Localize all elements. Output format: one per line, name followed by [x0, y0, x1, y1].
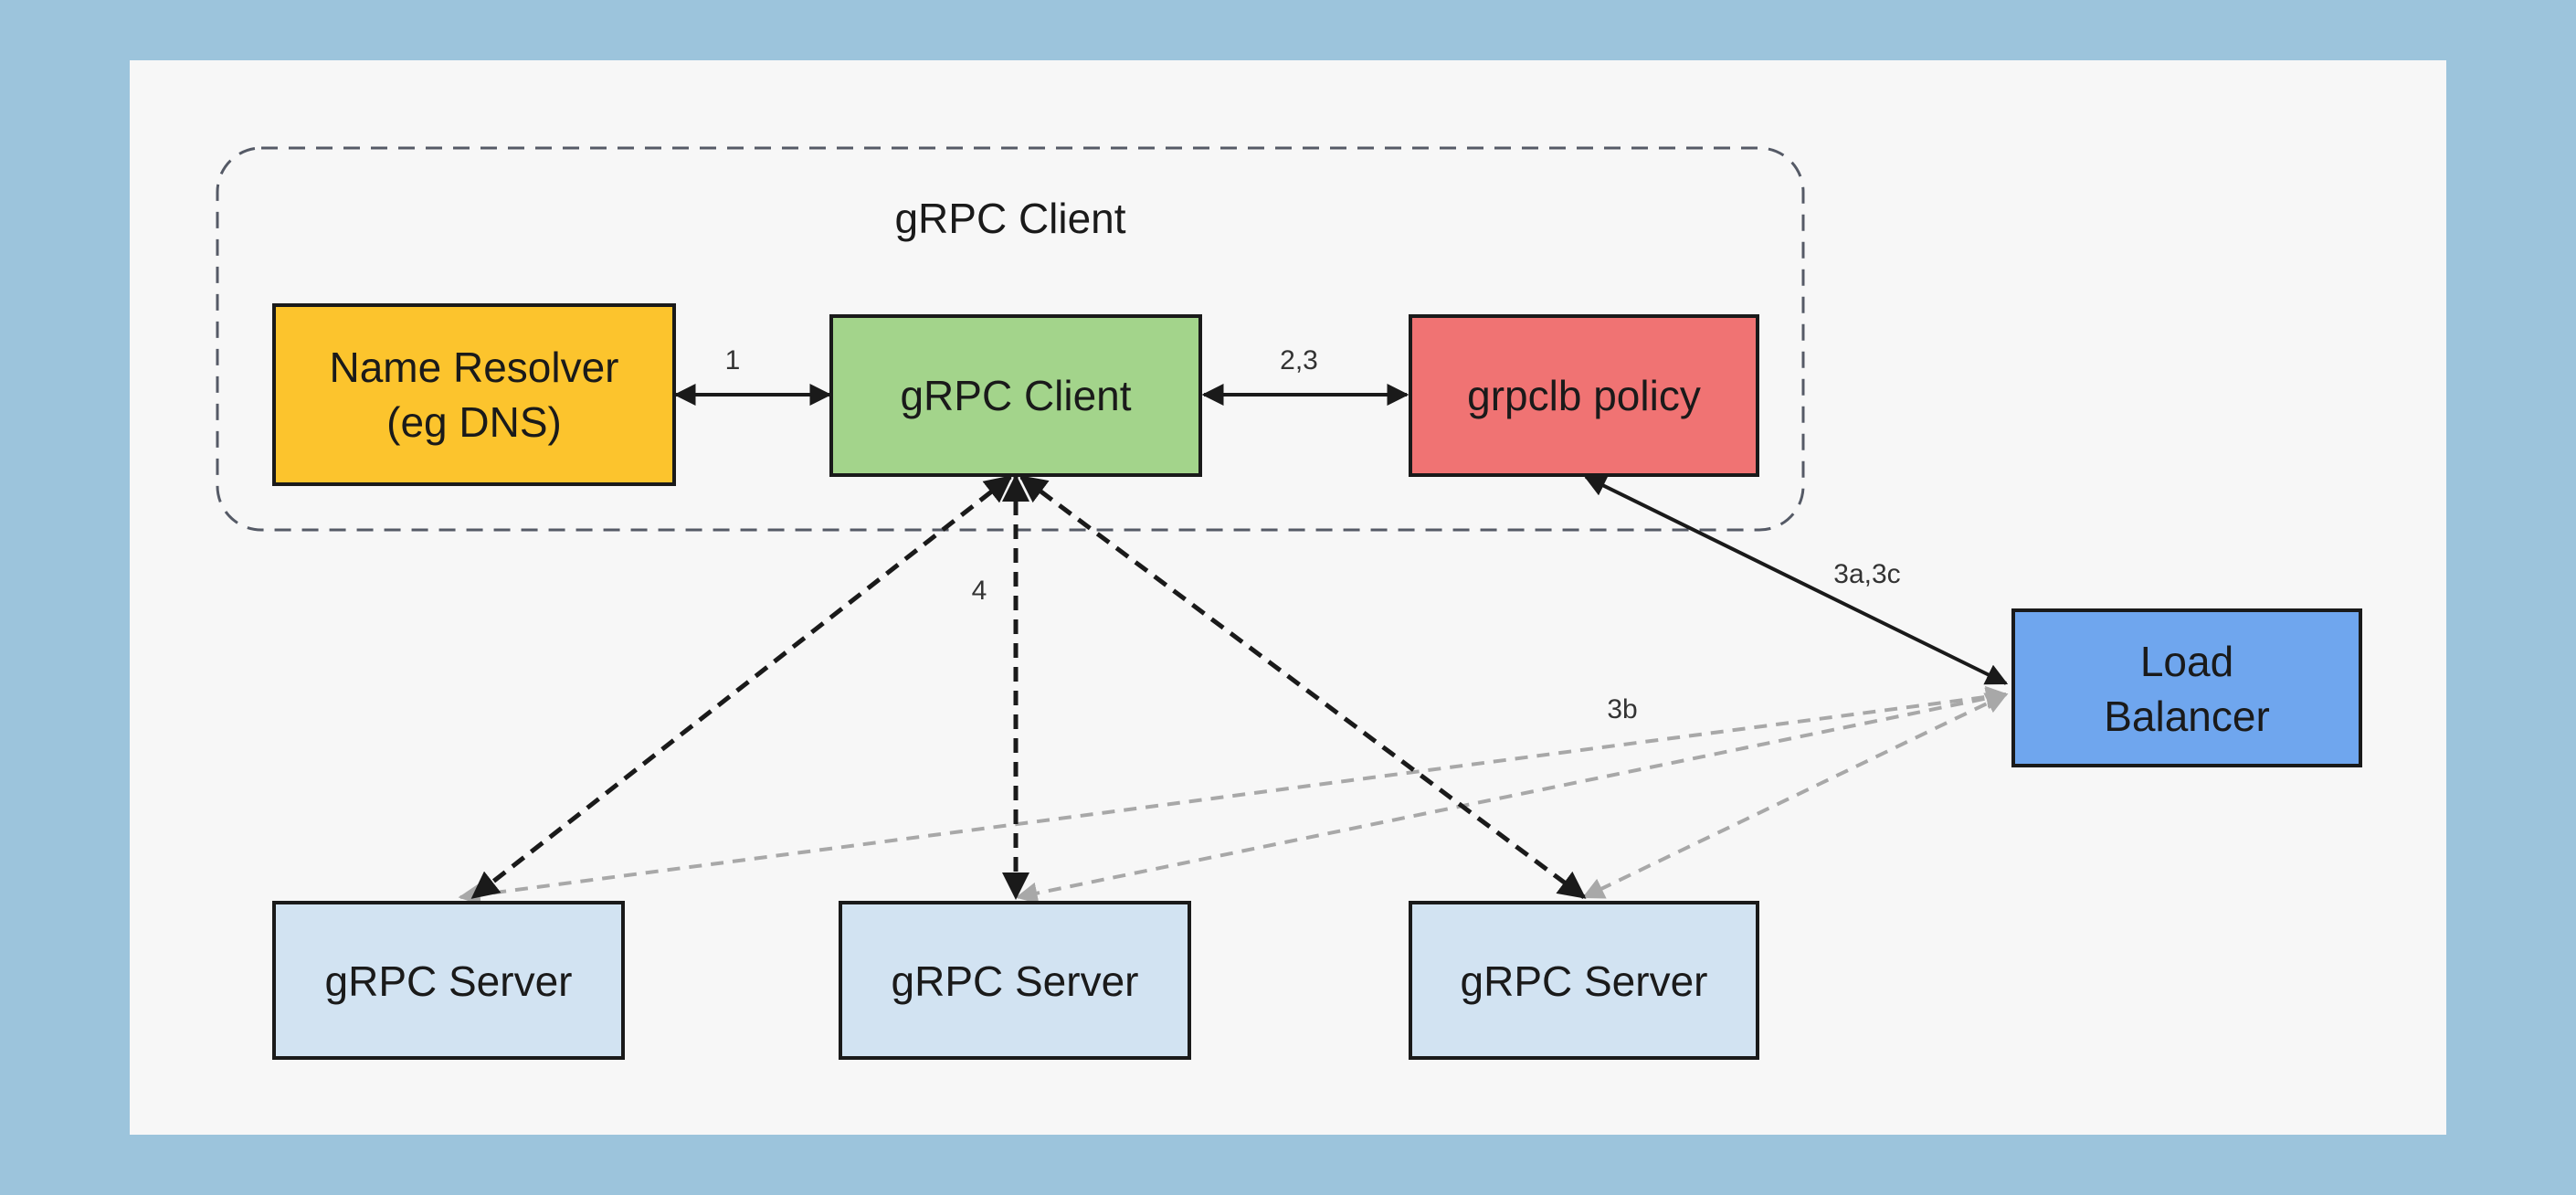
edge-label-4: 4	[972, 576, 987, 606]
load-balancer-box	[2011, 608, 2362, 767]
grpclb-policy-label: grpclb policy	[1467, 372, 1701, 419]
grpc-server-box	[839, 901, 1191, 1060]
edge-client-server-1	[470, 475, 1013, 899]
edge-lb-server-3	[1581, 693, 2009, 899]
node-grpc-server-1: gRPC Server	[272, 901, 625, 1060]
grpc-server-label: gRPC Server	[325, 957, 573, 1005]
grpclb-policy-box	[1409, 314, 1759, 477]
node-grpc-server-2: gRPC Server	[839, 901, 1191, 1060]
edge-label-2-3: 2,3	[1280, 345, 1318, 375]
edge-policy-lb	[1583, 475, 2009, 685]
client-server-edges	[470, 474, 1587, 900]
edge-label-1: 1	[725, 345, 741, 375]
node-grpclb-policy: grpclb policy	[1409, 314, 1759, 477]
name-resolver-label-line-1: Name Resolver	[330, 344, 619, 391]
load-balancer-label-line-2: Balancer	[2104, 693, 2270, 740]
edge-label-3b: 3b	[1607, 694, 1637, 724]
edge-label-3a-3c: 3a,3c	[1833, 559, 1900, 589]
grpc-server-box	[1409, 901, 1759, 1060]
node-load-balancer: Load Balancer	[2011, 608, 2362, 767]
grpc-server-label: gRPC Server	[1461, 957, 1708, 1005]
node-name-resolver: Name Resolver (eg DNS)	[272, 303, 676, 486]
client-group-boundary	[216, 146, 1805, 532]
grpc-server-box	[272, 901, 625, 1060]
name-resolver-label-line-2: (eg DNS)	[386, 398, 562, 446]
node-grpc-server-3: gRPC Server	[1409, 901, 1759, 1060]
grpc-server-label: gRPC Server	[892, 957, 1139, 1005]
load-balancer-label-line-1: Load	[2140, 638, 2233, 685]
node-grpc-client: gRPC Client	[829, 314, 1202, 477]
grpc-client-box	[829, 314, 1202, 477]
grpc-client-label: gRPC Client	[900, 372, 1131, 419]
name-resolver-box	[272, 303, 676, 486]
client-group-title: gRPC Client	[894, 195, 1125, 242]
